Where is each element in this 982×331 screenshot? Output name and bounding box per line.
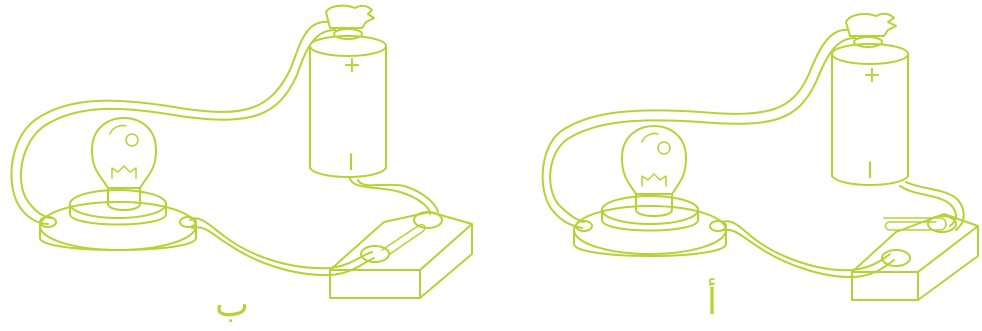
bulb-holder-b: [39, 189, 197, 251]
switch-b: [329, 211, 473, 299]
wire-bulb-to-switch-b: [189, 217, 375, 277]
bulb-b: [91, 117, 157, 211]
battery-negative-label: I: [348, 151, 355, 176]
battery-a: + I: [831, 12, 909, 186]
switch-a: [851, 213, 979, 301]
battery-negative-label: I: [867, 159, 874, 184]
wire-bulb-to-switch-a: [721, 220, 895, 279]
figure-label-b: ب: [215, 284, 249, 325]
wire-battery-to-switch-b: [349, 177, 439, 215]
wire-battery-to-bulb-b: [10, 20, 336, 225]
bulb-a: [621, 125, 687, 217]
wire-battery-to-bulb-a: [541, 28, 856, 229]
battery-b: + I: [309, 4, 387, 178]
bulb-holder-a: [573, 195, 727, 257]
circuit-b: + I: [10, 4, 473, 325]
circuit-a: + I: [541, 12, 979, 323]
battery-positive-label: +: [863, 63, 881, 88]
battery-positive-label: +: [343, 53, 361, 78]
figure-label-a: أ: [707, 278, 717, 323]
wire-battery-to-switch-a: [899, 181, 965, 231]
